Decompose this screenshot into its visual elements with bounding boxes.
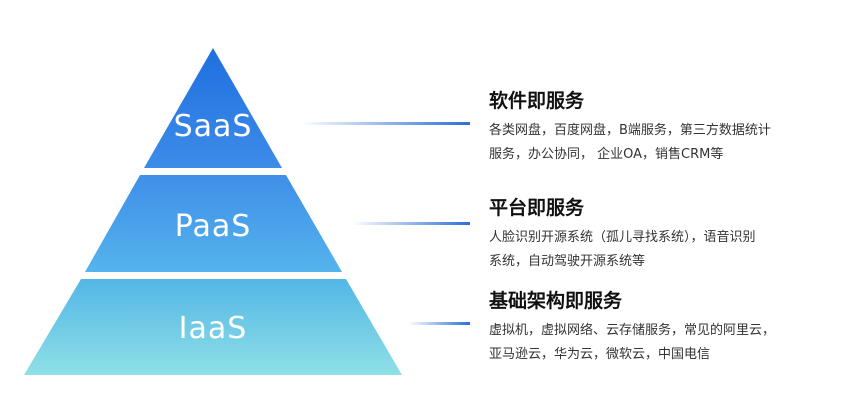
paas-title: 平台即服务 (489, 197, 585, 219)
paas-connector-line (352, 222, 470, 225)
paas-desc-line-2: 系统，自动驾驶开源系统等 (489, 254, 646, 269)
paas-desc-line-1: 人脸识别开源系统（孤儿寻找系统），语音识别 (489, 230, 756, 245)
iaas-desc-line-2: 亚马逊云，华为云，微软云，中国电信 (489, 347, 711, 362)
saas-title: 软件即服务 (489, 90, 585, 112)
saas-tier (144, 48, 282, 168)
saas-desc-line-1: 各类网盘，百度网盘，B端服务，第三方数据统计 (489, 123, 771, 138)
iaas-desc-line-1: 虚拟机，虚拟网络、云存储服务，常见的阿里云， (489, 323, 776, 338)
iaas-connector-line (408, 322, 470, 325)
iaas-tier (24, 279, 402, 375)
paas-tier (85, 175, 342, 272)
saas-connector-line (300, 122, 470, 125)
iaas-label: IaaS (179, 311, 248, 346)
paas-label: PaaS (175, 209, 252, 244)
paas-description: 平台即服务 人脸识别开源系统（孤儿寻找系统），语音识别 系统，自动驾驶开源系统等 (489, 196, 819, 274)
saas-description: 软件即服务 各类网盘，百度网盘，B端服务，第三方数据统计 服务，办公协同， 企业… (489, 89, 819, 167)
saas-label: SaaS (174, 109, 253, 144)
iaas-title: 基础架构即服务 (489, 290, 623, 312)
saas-desc-line-2: 服务，办公协同， 企业OA，销售CRM等 (489, 147, 724, 162)
iaas-description: 基础架构即服务 虚拟机，虚拟网络、云存储服务，常见的阿里云， 亚马逊云，华为云，… (489, 289, 819, 367)
